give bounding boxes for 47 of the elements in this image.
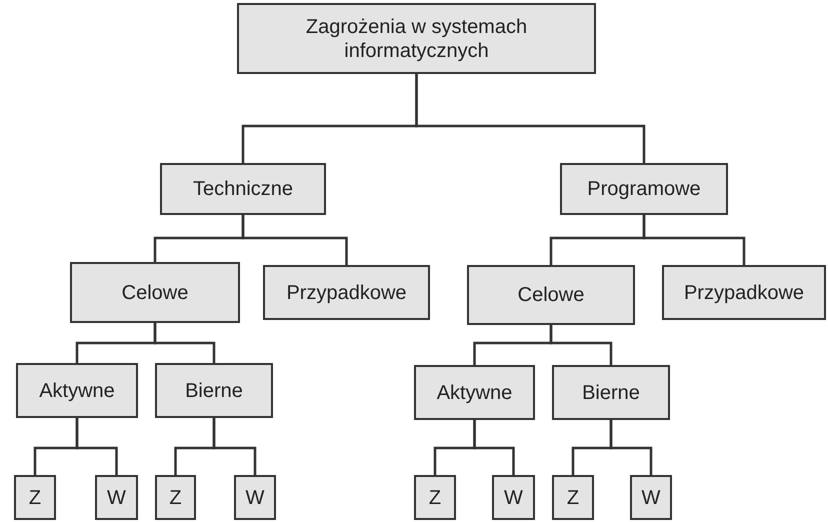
category-label: W — [246, 486, 264, 510]
category-box — [95, 475, 138, 520]
category-label: Aktywne — [436, 380, 512, 404]
category-label: Bierne — [185, 378, 243, 402]
connector-line — [550, 325, 612, 365]
category-box — [560, 163, 728, 215]
category-label: Z — [169, 486, 182, 510]
connector-line — [242, 215, 348, 265]
category-label: Celowe — [518, 283, 584, 307]
category-box — [630, 475, 672, 520]
category-label: Zagrożenia w systemach informatycznych — [304, 14, 528, 62]
category-box — [16, 363, 138, 418]
category-box — [552, 475, 594, 520]
connector-line — [473, 420, 515, 475]
connector-line — [642, 215, 746, 265]
category-label: W — [107, 486, 126, 510]
category-label: Aktywne — [39, 378, 115, 402]
category-box — [14, 475, 56, 520]
category-label: W — [642, 486, 660, 510]
category-box — [414, 365, 535, 420]
connector-line — [610, 420, 652, 475]
category-label: Z — [428, 486, 442, 510]
category-box — [662, 265, 826, 320]
category-box — [155, 363, 273, 418]
connector-line — [76, 418, 118, 475]
category-label: Z — [28, 486, 42, 510]
category-box — [552, 365, 670, 420]
category-box — [234, 475, 276, 520]
category-label: Programowe — [587, 177, 701, 201]
connector-line — [154, 323, 216, 363]
connector-line — [212, 418, 256, 475]
category-label: W — [504, 486, 523, 510]
category-box — [237, 3, 596, 74]
category-label: Techniczne — [192, 177, 294, 201]
category-label: Bierne — [582, 380, 640, 404]
category-box — [155, 475, 196, 520]
category-box — [467, 265, 635, 325]
category-label: Celowe — [122, 280, 188, 304]
category-box — [414, 475, 456, 520]
connector-line — [415, 74, 646, 163]
category-label: Przypadkowe — [286, 280, 407, 304]
category-box — [263, 265, 430, 320]
category-label: Przypadkowe — [684, 280, 804, 304]
category-label: Z — [566, 486, 580, 510]
category-box — [492, 475, 535, 520]
category-box — [70, 262, 240, 323]
category-box — [160, 163, 326, 215]
